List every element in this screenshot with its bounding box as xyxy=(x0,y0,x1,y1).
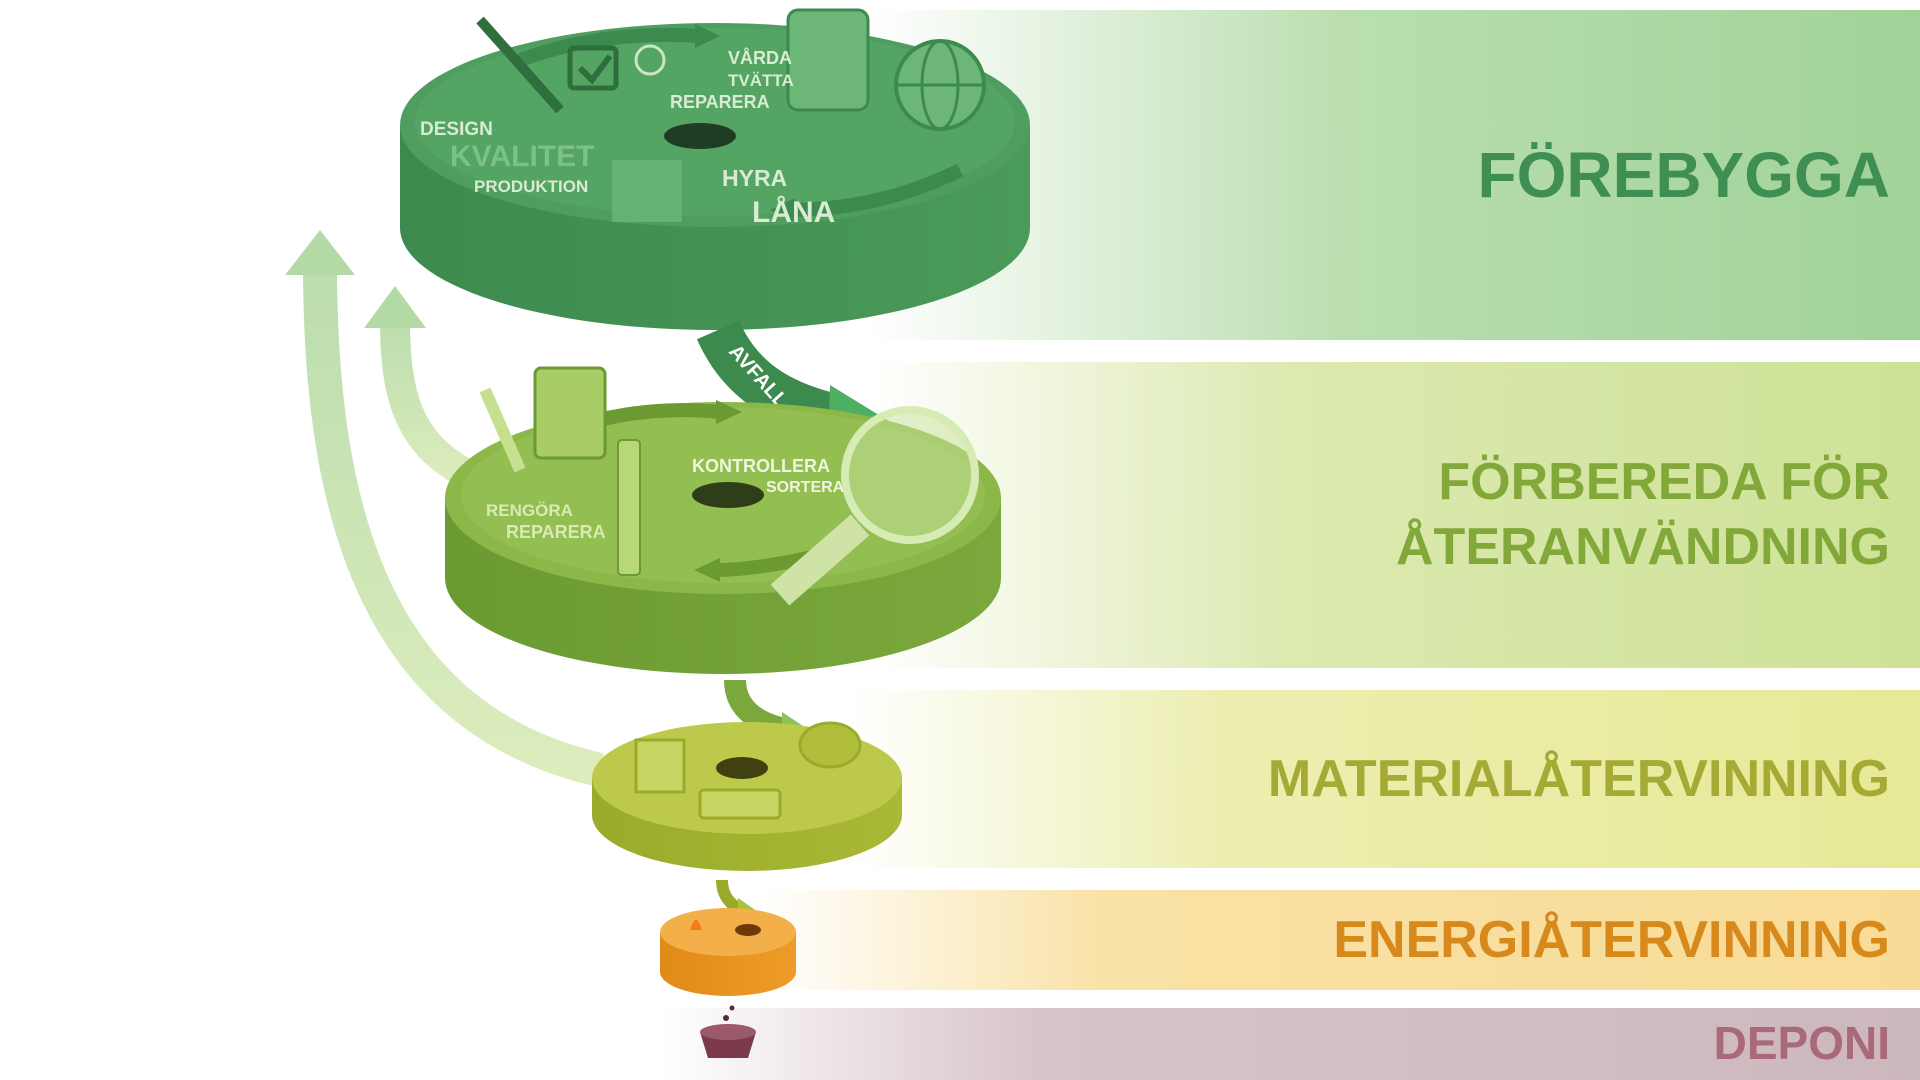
disc2-kontrollera: KONTROLLERA xyxy=(692,456,830,476)
factory-icon xyxy=(612,160,682,222)
disc-forbereda: KONTROLLERA SORTERA RENGÖRA REPARERA xyxy=(445,366,1001,674)
disc1-varda: VÅRDA xyxy=(728,48,792,68)
return-arrow-inner xyxy=(364,286,487,494)
flame-icon xyxy=(690,920,702,930)
disc1-kvalitet: KVALITET xyxy=(450,140,594,173)
disc-forebygga: DESIGN KVALITET PRODUKTION VÅRDA TVÄTTA … xyxy=(400,8,1030,330)
band-materialatervinning: MATERIALÅTERVINNING xyxy=(850,690,1920,868)
magnifier-handle xyxy=(770,514,870,606)
thread-spool-icon xyxy=(786,8,870,112)
level-label-materialatervinning: MATERIALÅTERVINNING xyxy=(1267,749,1890,808)
disc-energiatervinning xyxy=(660,908,796,996)
band-energiatervinning: ENERGIÅTERVINNING xyxy=(760,890,1920,990)
screwdriver-icon xyxy=(617,439,641,576)
checkbox-icon xyxy=(567,45,619,91)
lightbulb-icon xyxy=(634,44,666,76)
disc-hole xyxy=(735,924,761,936)
band-forebygga: FÖREBYGGA xyxy=(870,10,1920,340)
disc1-reparera: REPARERA xyxy=(670,92,770,112)
level-label-forbereda: FÖRBEREDA FÖR ÅTERANVÄNDNING xyxy=(1396,453,1890,576)
disc1-produktion: PRODUKTION xyxy=(474,177,588,196)
deponi-bowl xyxy=(700,1005,756,1058)
disc2-sortera: SORTERA xyxy=(766,479,845,496)
level-label-energiatervinning: ENERGIÅTERVINNING xyxy=(1333,910,1890,969)
pen-icon xyxy=(476,16,564,114)
disc2-reparera: REPARERA xyxy=(506,522,606,542)
disc-hole xyxy=(716,757,768,779)
level-label-forebygga: FÖREBYGGA xyxy=(1477,139,1890,211)
disc-materialatervinning xyxy=(592,721,902,871)
magnifier-icon xyxy=(841,406,979,544)
disc1-design: DESIGN xyxy=(420,119,493,140)
disc1-lana: LÅNA xyxy=(752,196,835,229)
disc2-rengora: RENGÖRA xyxy=(486,501,573,520)
paint-bucket-icon xyxy=(533,366,607,460)
paintbrush-icon xyxy=(479,387,526,473)
machine-icon xyxy=(798,721,862,769)
disc1-hyra: HYRA xyxy=(722,165,787,191)
recycling-bin-icon xyxy=(634,738,686,794)
disc-hole xyxy=(692,482,764,508)
level-label-deponi: DEPONI xyxy=(1713,1017,1890,1070)
band-deponi: DEPONI xyxy=(660,1008,1920,1080)
disc1-tvatta: TVÄTTA xyxy=(728,71,794,90)
truck-icon xyxy=(698,788,782,820)
return-arrow-outer xyxy=(285,230,604,787)
disc-hole xyxy=(664,123,736,149)
band-forbereda: FÖRBEREDA FÖR ÅTERANVÄNDNING xyxy=(870,362,1920,668)
